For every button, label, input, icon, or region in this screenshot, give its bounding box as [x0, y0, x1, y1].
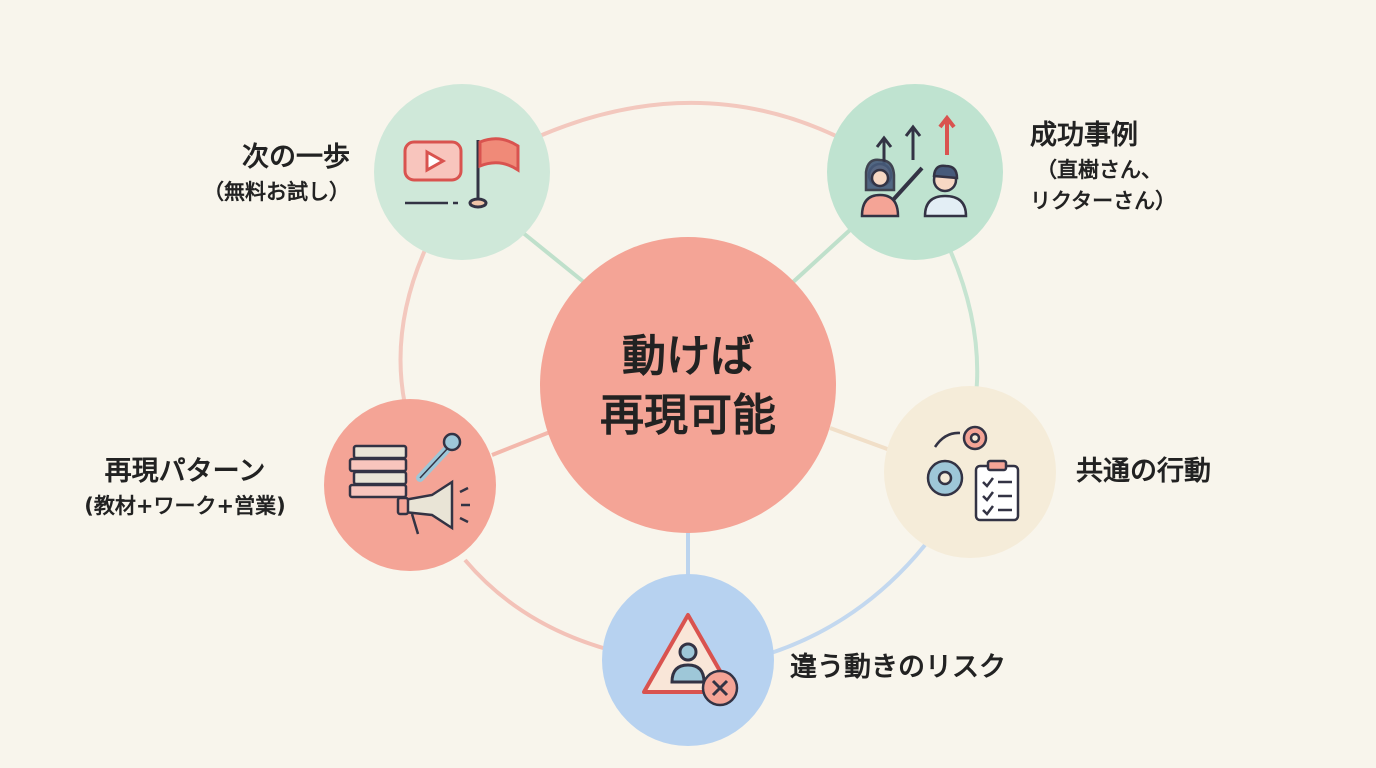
center-label-line2: 再現可能: [600, 390, 776, 441]
label-success-cases-subtitle-2: リクターさん）: [1030, 188, 1177, 213]
label-common-actions-title: 共通の行動: [1076, 456, 1211, 487]
label-reproduce-pattern-subtitle: (教材+ワーク+営業): [84, 494, 286, 519]
label-reproduce-pattern: 再現パターン (教材+ワーク+営業): [40, 452, 330, 522]
video-play-icon: [403, 140, 463, 205]
node-common-actions: [884, 386, 1056, 558]
people-icon: [860, 158, 968, 218]
label-success-cases: 成功事例 （直樹さん、 リクターさん）: [1030, 116, 1176, 216]
label-next-step-title: 次の一歩: [242, 142, 350, 173]
node-success-cases: [827, 84, 1003, 260]
node-reproduce-pattern: [324, 399, 496, 571]
label-next-step-subtitle: （無料お試し）: [203, 180, 350, 205]
label-risk: 違う動きのリスク: [790, 648, 1006, 687]
gears-icon: [926, 425, 988, 497]
cross-icon: [701, 669, 739, 707]
books-icon: [348, 444, 408, 499]
label-risk-title: 違う動きのリスク: [790, 652, 1006, 683]
center-circle: [540, 237, 836, 533]
label-next-step: 次の一歩 （無料お試し）: [160, 138, 350, 208]
label-success-cases-title: 成功事例: [1030, 120, 1138, 151]
label-reproduce-pattern-title: 再現パターン: [104, 456, 266, 487]
ring-arc-left: [398, 249, 427, 406]
node-risk: [602, 574, 774, 746]
label-common-actions: 共通の行動: [1076, 452, 1211, 491]
center-label: 動けば 再現可能: [540, 238, 836, 534]
label-success-cases-subtitle-1: （直樹さん、: [1036, 158, 1162, 183]
center-label-line1: 動けば: [622, 330, 754, 382]
wrench-icon: [416, 432, 462, 482]
ring-arc-right-lower: [764, 543, 927, 657]
megaphone-icon: [396, 479, 470, 535]
ring-arc-right-upper: [948, 249, 980, 406]
node-next-step: [374, 84, 550, 260]
flag-icon: [468, 137, 520, 209]
connectors: [491, 228, 891, 580]
checklist-icon: [974, 459, 1020, 522]
ring-arc-bottom-left: [463, 558, 611, 652]
